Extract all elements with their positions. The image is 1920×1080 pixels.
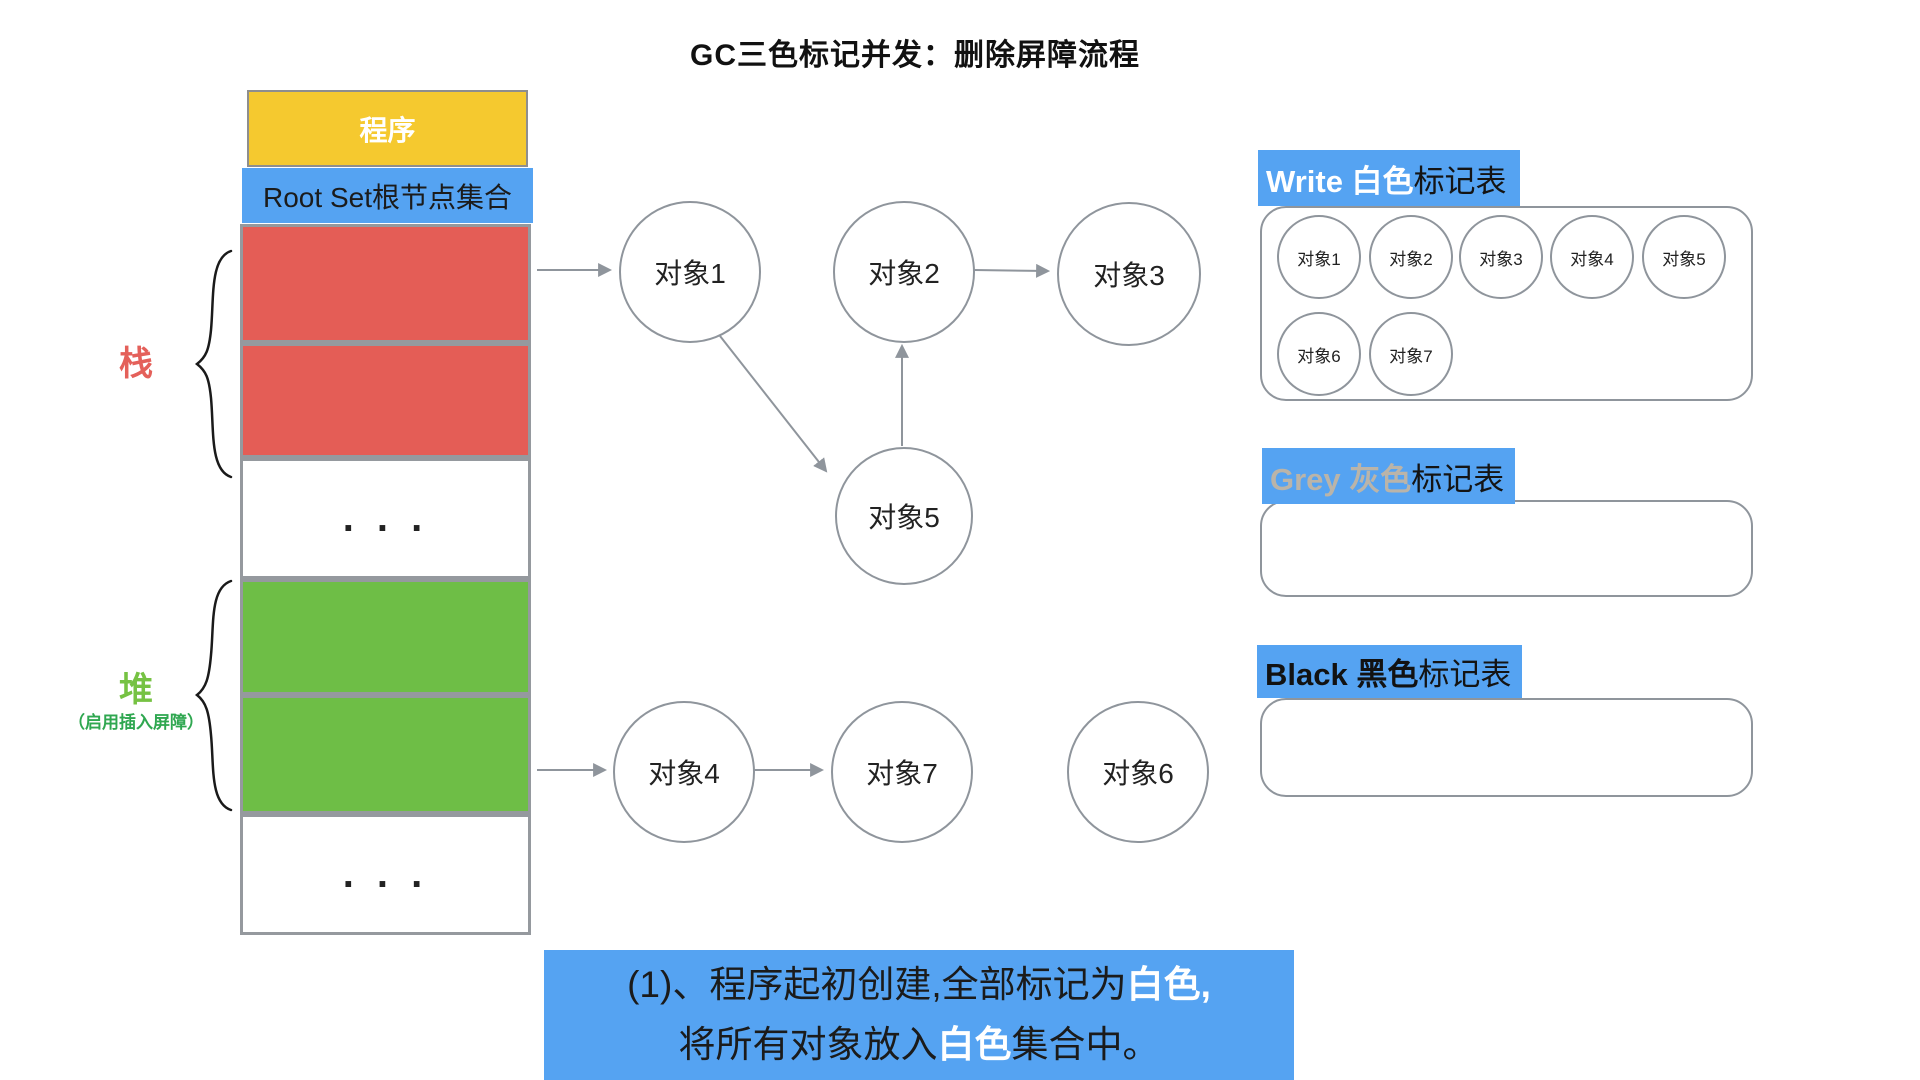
edge-obj2-obj3 — [973, 263, 1051, 278]
black-table-title: Black 黑色标记表 — [1257, 645, 1522, 698]
black-table-title-en: Black 黑色 — [1265, 657, 1419, 692]
node-obj7: 对象7 — [831, 701, 973, 843]
stack-label: 栈 — [119, 345, 153, 383]
caption-line-2: 将所有对象放入白色集合中。 — [544, 1015, 1294, 1075]
white-item-obj5: 对象5 — [1642, 215, 1726, 299]
grey-table-title-cn: 标记表 — [1411, 461, 1505, 497]
white-item-obj6: 对象6 — [1277, 312, 1361, 396]
caption-line2-tail: 集合中。 — [1011, 1024, 1160, 1065]
node-obj3: 对象3 — [1057, 202, 1201, 346]
white-table-title: Write 白色标记表 — [1258, 150, 1520, 206]
black-table-title-cn: 标记表 — [1418, 657, 1512, 692]
white-item-obj1: 对象1 — [1277, 215, 1361, 299]
node-obj4: 对象4 — [613, 701, 755, 843]
caption-line1-text: (1)、程序起初创建,全部标记为 — [627, 964, 1127, 1005]
stack-slot-ellipsis: . . . — [240, 458, 531, 579]
node-obj6: 对象6 — [1067, 701, 1209, 843]
white-item-obj2: 对象2 — [1369, 215, 1453, 299]
caption-line-1: (1)、程序起初创建,全部标记为白色, — [544, 955, 1294, 1015]
page-title: GC三色标记并发：删除屏障流程 — [690, 39, 1140, 72]
white-item-obj3: 对象3 — [1459, 215, 1543, 299]
node-obj1: 对象1 — [619, 201, 761, 343]
step-caption: (1)、程序起初创建,全部标记为白色, 将所有对象放入白色集合中。 — [544, 950, 1294, 1080]
caption-line2-highlight: 白色 — [937, 1024, 1012, 1065]
stack-slot-red-2 — [240, 343, 531, 458]
program-box: 程序 — [247, 90, 528, 167]
node-obj5: 对象5 — [835, 447, 973, 585]
heap-note: （启用插入屏障） — [68, 713, 204, 732]
root-set-box: Root Set根节点集合 — [242, 168, 533, 223]
edge-obj1-obj5 — [719, 335, 828, 473]
heap-slot-green-2 — [240, 695, 531, 814]
white-table-title-en: Write 白色 — [1266, 163, 1414, 199]
black-table-box — [1260, 698, 1753, 797]
ellipsis-text: . . . — [342, 496, 429, 540]
stack-brace — [194, 249, 233, 479]
caption-line1-highlight: 白色, — [1126, 964, 1211, 1005]
grey-table-title: Grey 灰色标记表 — [1262, 448, 1515, 504]
white-item-obj7: 对象7 — [1369, 312, 1453, 396]
grey-table-box — [1260, 500, 1753, 597]
ellipsis-text: . . . — [342, 852, 429, 896]
heap-slot-ellipsis: . . . — [240, 814, 531, 935]
stack-slot-red-1 — [240, 224, 531, 343]
heap-brace — [194, 579, 233, 812]
heap-slot-green-1 — [240, 579, 531, 695]
caption-line2-text: 将所有对象放入 — [678, 1024, 938, 1065]
heap-label: 堆 — [119, 671, 153, 709]
node-obj2: 对象2 — [833, 201, 975, 343]
white-table-title-cn: 标记表 — [1413, 163, 1507, 199]
white-item-obj4: 对象4 — [1550, 215, 1634, 299]
grey-table-title-en: Grey 灰色 — [1270, 461, 1412, 497]
